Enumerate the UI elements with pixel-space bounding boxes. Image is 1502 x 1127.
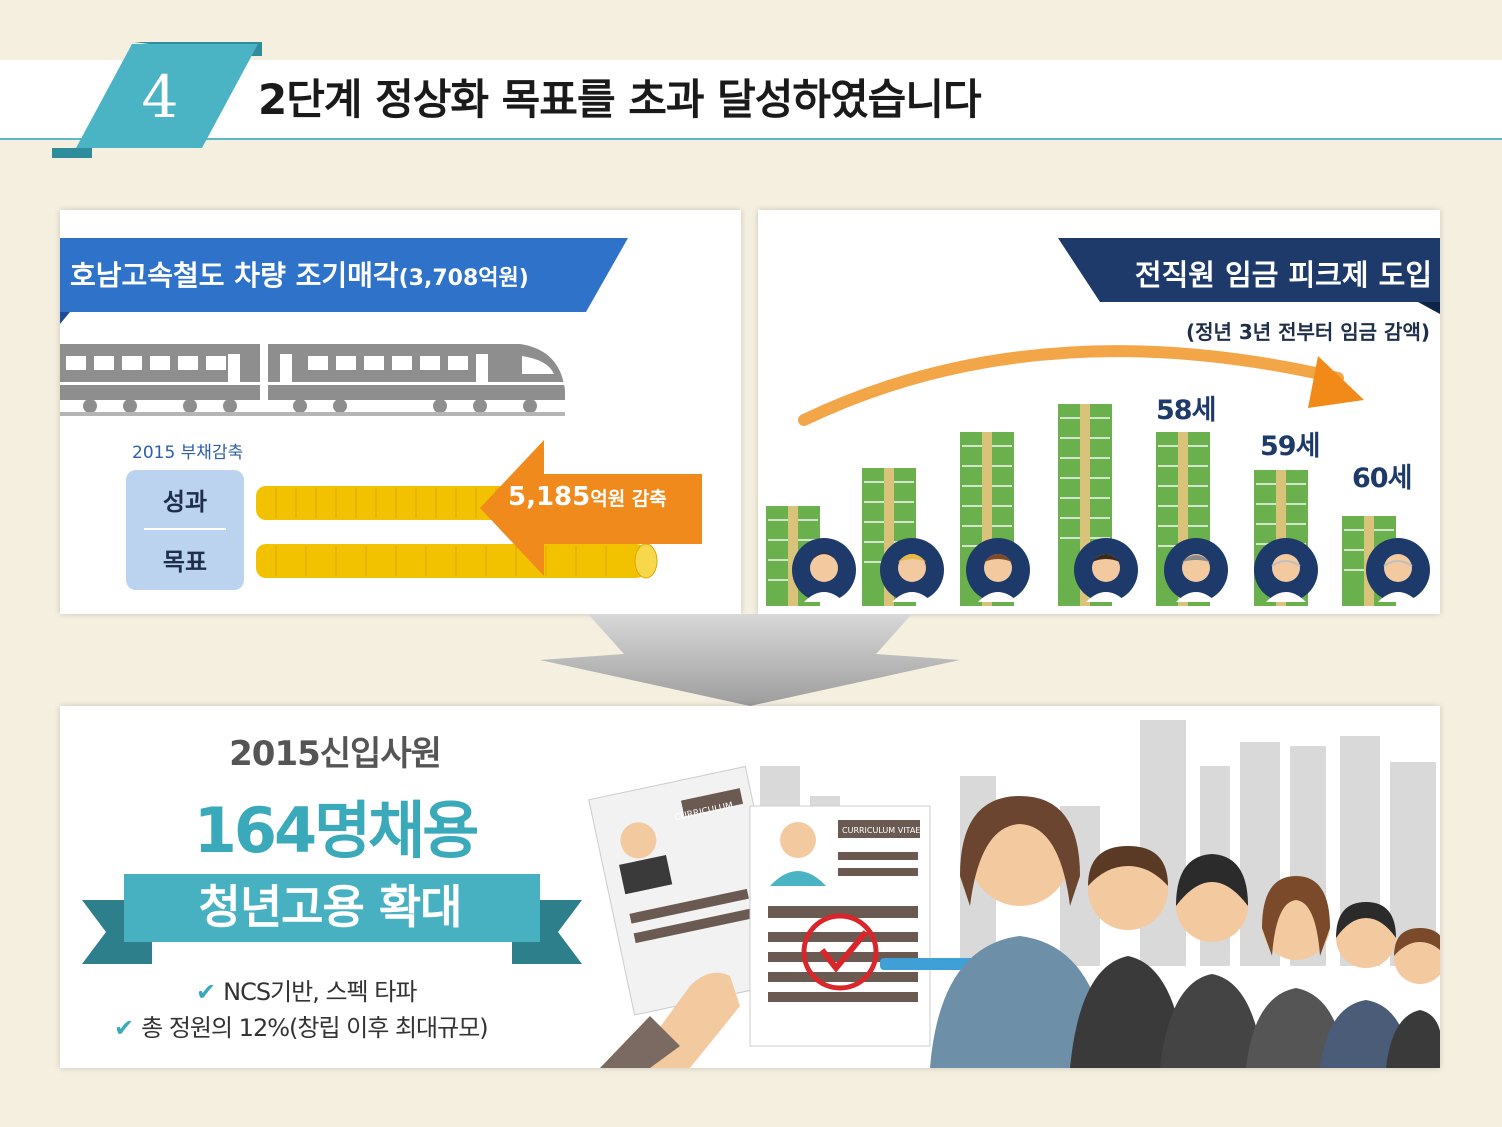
train-ribbon (60, 238, 628, 324)
header-band (0, 60, 1502, 140)
money-stacks (766, 404, 1430, 606)
hiring-panel: 2015신입사원 164명채용 청년고용 확대 ✔NCS기반, 스펙 타파 ✔총… (60, 706, 1440, 1068)
debt-row-actual: 성과 (162, 488, 208, 516)
age-label-58: 58세 (1156, 395, 1216, 426)
down-arrow-icon (540, 614, 960, 706)
cv-label-front: CURRICULUM VITAE (842, 826, 920, 835)
youth-employment-banner (82, 874, 582, 964)
coin-bar-target (256, 543, 658, 579)
section-number: 4 (141, 63, 179, 131)
train-ribbon-label: 호남고속철도 차량 조기매각(3,708억원) (70, 254, 529, 294)
wage-peak-panel: 전직원 임금 피크제 도입 (정년 3년 전부터 임금 감액) (758, 210, 1440, 614)
train-ribbon-title: 호남고속철도 차량 조기매각 (70, 259, 399, 292)
page-title: 2단계 정상화 목표를 초과 달성하였습니다 (258, 75, 982, 124)
train-sale-panel: 호남고속철도 차량 조기매각(3,708억원) 2015 부채감축 성과 (60, 210, 741, 614)
age-label-59: 59세 (1260, 431, 1320, 462)
check-text-quota: 총 정원의 12%(창립 이후 최대규모) (141, 1014, 489, 1042)
check-icon: ✔ (114, 1014, 134, 1042)
debt-box: 성과 목표 (126, 470, 244, 590)
check-text-ncs: NCS기반, 스펙 타파 (223, 978, 417, 1006)
reduction-arrow (480, 440, 702, 576)
reduction-value: 5,185억원 감축 (508, 482, 667, 512)
trend-arrow (798, 345, 1364, 426)
section-number-tab (52, 42, 262, 158)
debt-divider (144, 528, 226, 530)
wage-ribbon (1058, 238, 1440, 314)
debt-reduction-label: 2015 부채감축 (132, 443, 244, 463)
hiring-illustration: CURRICULUM CURRICULUM VITAE (588, 720, 1440, 1068)
check-icon: ✔ (196, 978, 216, 1006)
hire-count: 164명채용 (193, 794, 480, 867)
train-ribbon-amount: (3,708억원) (398, 266, 529, 291)
wage-ribbon-title: 전직원 임금 피크제 도입 (1134, 258, 1432, 292)
reduction-unit: 억원 감축 (590, 488, 667, 510)
hire-year-label: 2015신입사원 (229, 734, 442, 774)
debt-row-target: 목표 (162, 548, 208, 576)
check-item-ncs: ✔NCS기반, 스펙 타파 (196, 972, 417, 1007)
reduction-number: 5,185 (508, 482, 591, 512)
youth-employment-text: 청년고용 확대 (198, 880, 463, 934)
train-icon (60, 344, 565, 416)
check-item-quota: ✔총 정원의 12%(창립 이후 최대규모) (114, 1008, 489, 1043)
age-label-60: 60세 (1352, 463, 1412, 494)
wage-note: (정년 3년 전부터 임금 감액) (1185, 320, 1430, 344)
